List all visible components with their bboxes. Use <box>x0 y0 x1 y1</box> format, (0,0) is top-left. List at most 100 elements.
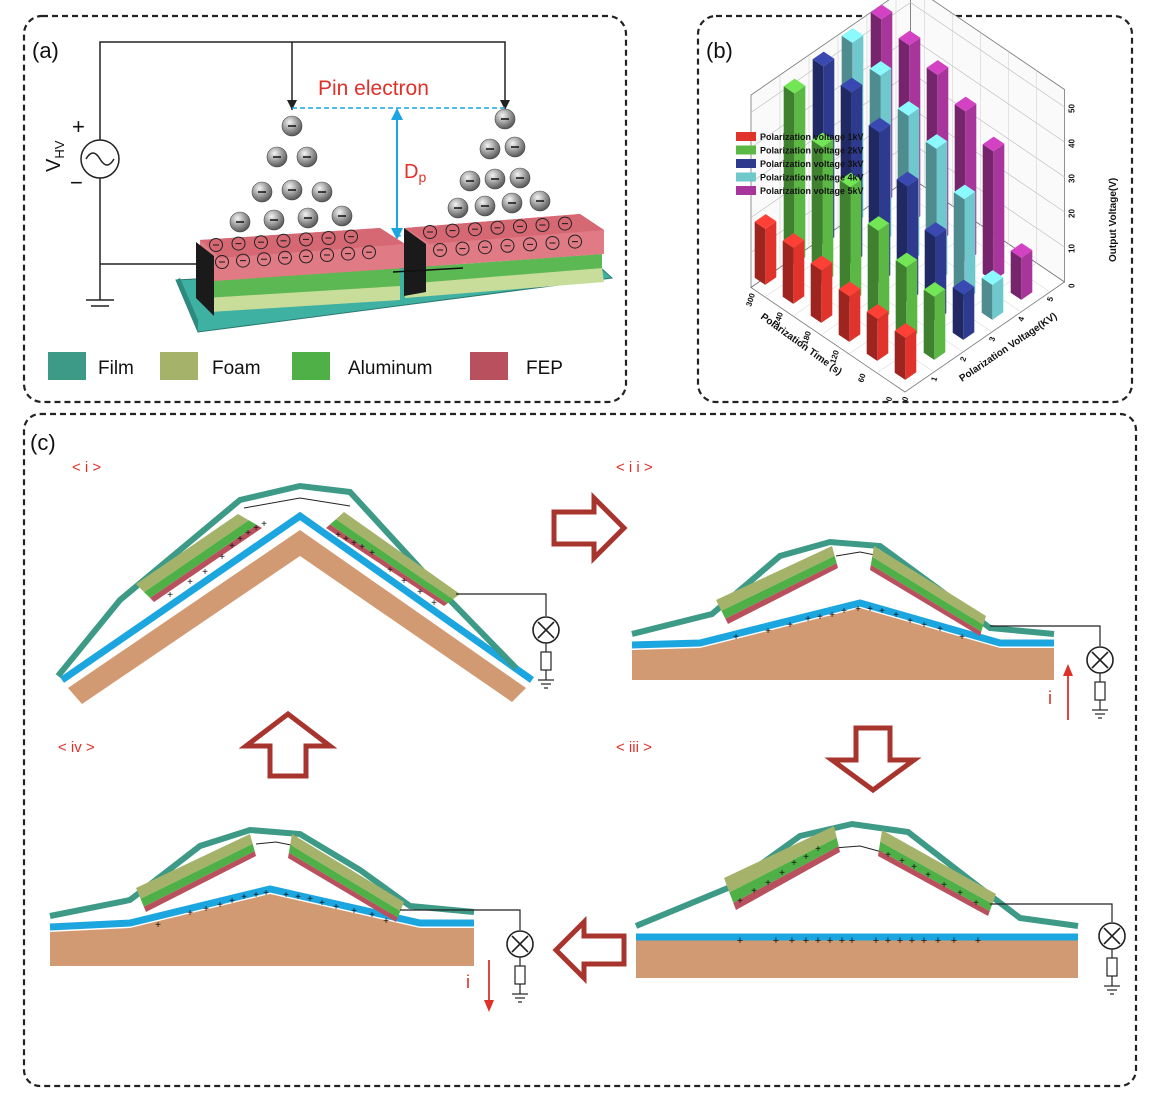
bar-top <box>953 184 976 200</box>
panel-b: (b) 06012018024030001234501020304050Pola… <box>706 0 1119 403</box>
bar-top <box>894 323 917 338</box>
bar-side <box>782 240 794 304</box>
plus-charge: + <box>737 896 743 907</box>
cross-mark <box>511 935 529 953</box>
panel-a-border <box>22 14 628 404</box>
pin-electron-label: Pin electron <box>318 77 429 100</box>
film-layer-side <box>176 278 198 332</box>
pad-layer <box>716 546 835 611</box>
negative-charge <box>523 237 537 252</box>
plus-charge: + <box>849 935 855 947</box>
plus-charge: + <box>253 890 259 901</box>
plus-charge: + <box>787 620 793 631</box>
pad-layer <box>878 850 990 916</box>
pad-layer <box>870 556 984 632</box>
plus-charge: + <box>957 888 963 899</box>
negative-charge <box>423 225 437 239</box>
negative-charge <box>558 216 572 231</box>
plus-charge: + <box>245 528 251 539</box>
arrow-head-icon <box>287 100 297 110</box>
bar-top <box>954 96 977 112</box>
plus-charge: + <box>789 935 795 947</box>
bar-top <box>754 214 777 229</box>
surface-charges <box>209 216 582 269</box>
bar-top <box>810 255 833 271</box>
negative-charge <box>236 253 250 268</box>
bar-side <box>867 223 879 322</box>
bar-top <box>896 171 919 187</box>
bar-chart-3d: 06012018024030001234501020304050Polariza… <box>736 0 1119 403</box>
negative-charge <box>445 223 460 238</box>
panel-b-label: (b) <box>706 38 733 63</box>
block-right-side <box>404 228 426 296</box>
plus-charge: + <box>829 610 835 621</box>
plus-charge: + <box>359 542 365 553</box>
plus-charge: + <box>167 590 173 601</box>
bar-top <box>870 4 893 20</box>
bar-top <box>1010 243 1033 258</box>
electrode-layer <box>60 511 535 683</box>
circuit-wire <box>400 909 521 930</box>
negative-charge <box>276 233 291 248</box>
plus-charge: + <box>911 862 917 873</box>
arrow-up-icon <box>238 710 338 779</box>
resistor-icon <box>514 965 526 985</box>
bar-top <box>812 51 835 67</box>
bar-side <box>810 263 822 323</box>
bar-side <box>982 144 994 281</box>
arrow-head-icon <box>484 1000 494 1012</box>
x-tick-label: 300 <box>744 292 757 308</box>
bar <box>877 311 889 361</box>
y-tick-label: 2 <box>958 355 968 363</box>
pad-layer <box>150 524 262 602</box>
resistor-icon <box>1094 681 1106 701</box>
device-stage-2: +++++++++++++++ <box>631 538 1114 719</box>
step-label-2: < i i > <box>616 459 653 476</box>
legend-label: Polarization voltage 4kV <box>760 173 864 183</box>
device-stack <box>175 214 614 333</box>
plus-charge: + <box>855 604 861 615</box>
electrode-layer <box>631 599 1054 649</box>
resistor-icon <box>540 651 552 671</box>
plus-charge: + <box>369 548 375 559</box>
legend-label-film: Film <box>98 358 134 379</box>
cross-mark <box>1091 651 1109 669</box>
plus-charge: + <box>417 587 423 598</box>
legend-swatch-film <box>48 352 86 380</box>
y-tick-label: 5 <box>1045 295 1055 303</box>
plus-charge: + <box>805 614 811 625</box>
pad-layer <box>724 826 837 893</box>
pad-layer <box>870 564 982 636</box>
legend-swatch-aluminum <box>292 352 330 380</box>
pad-layer <box>880 830 996 904</box>
legend-label-fep: FEP <box>526 358 563 379</box>
z-tick-label: 50 <box>1068 104 1077 113</box>
bar-top <box>981 270 1004 285</box>
plus-charge: + <box>867 604 873 615</box>
circuit-wire <box>990 903 1113 922</box>
negative-charge <box>490 220 505 235</box>
plus-charge: + <box>779 868 785 879</box>
x-tick-label: 240 <box>772 311 785 327</box>
gap-outline <box>833 845 883 853</box>
bar-side <box>894 330 906 380</box>
panel-c-label: (c) <box>30 430 56 455</box>
gap-outline <box>243 497 351 509</box>
plus-charge: + <box>791 858 797 869</box>
panel-c: (c) < i > < i i > < iii > < iv > i i +++… <box>30 430 1126 1012</box>
z-tick-label: 0 <box>1068 283 1077 288</box>
bar-side <box>953 192 965 301</box>
plus-charge: + <box>815 844 821 855</box>
negative-charge <box>299 249 313 264</box>
bar <box>794 85 806 265</box>
bar-top <box>898 30 921 46</box>
bar <box>821 262 833 323</box>
legend-label: Polarization voltage 2kV <box>760 146 864 156</box>
negative-charge <box>433 243 447 257</box>
x-tick-label: 0 <box>884 395 894 403</box>
legend-swatch <box>736 159 756 168</box>
bar-side <box>754 221 766 285</box>
plus-charge: + <box>219 552 225 563</box>
step-label-4: < iv > <box>58 739 95 756</box>
negative-charge <box>513 219 527 234</box>
